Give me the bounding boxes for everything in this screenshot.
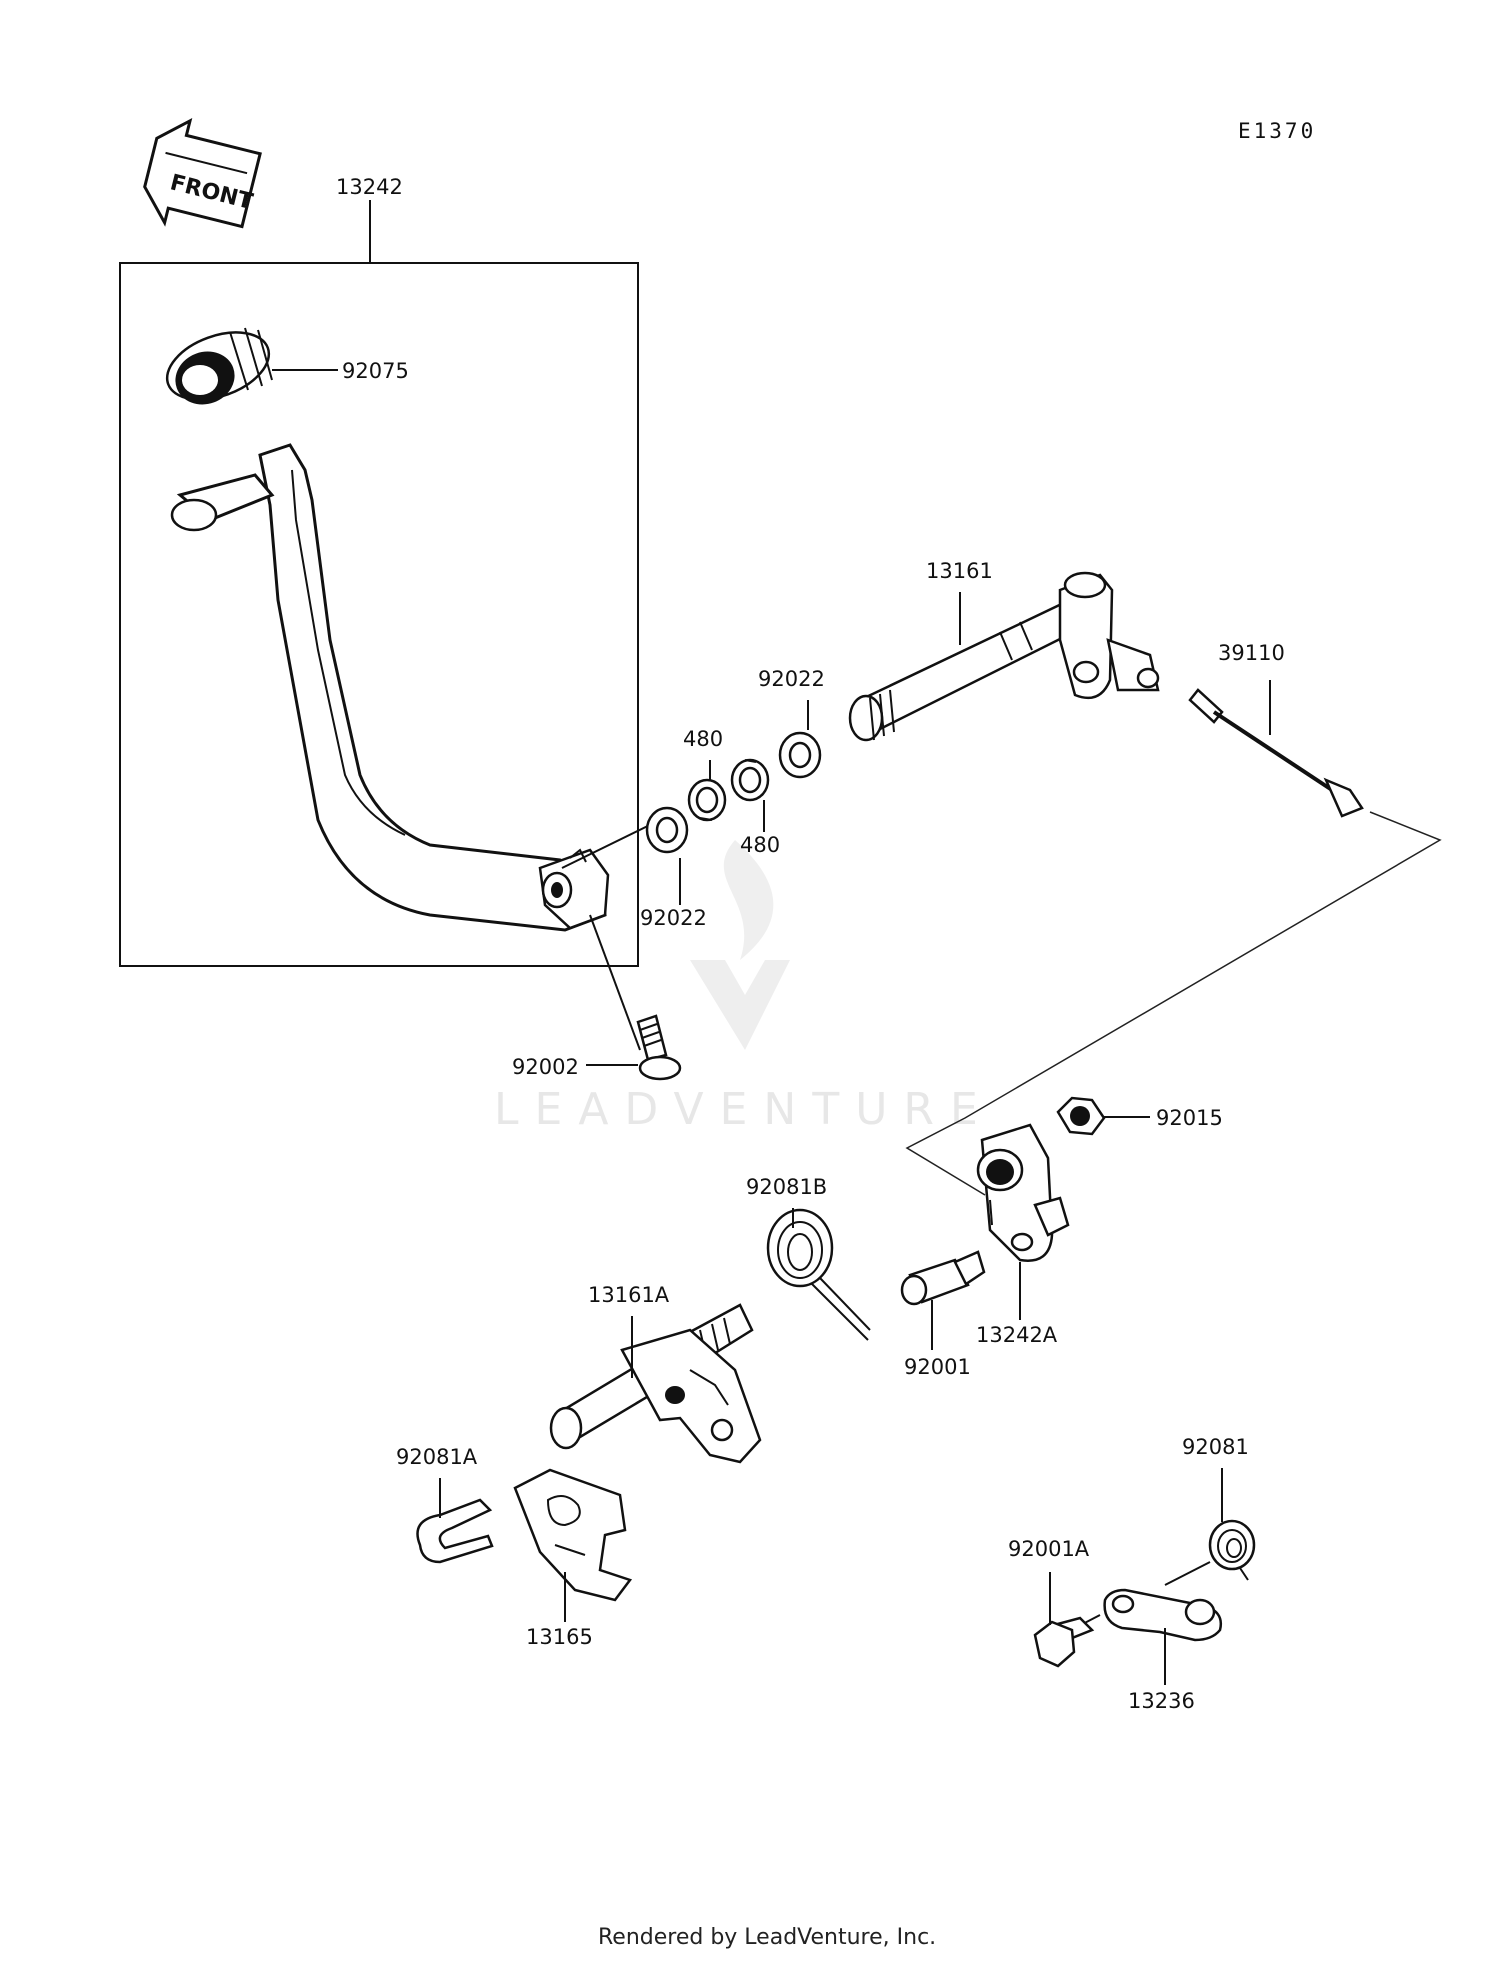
leadventure-watermark: LEADVENTURE [494, 840, 994, 1135]
pedal-assembly-box [119, 262, 639, 967]
watermark-flame-icon [723, 840, 774, 960]
part-label-92081A[interactable]: 92081A [396, 1445, 478, 1469]
stopper-lever-icon [1103, 1588, 1223, 1642]
bolt-92001A-icon [1033, 1616, 1095, 1668]
stud-92001-icon [900, 1250, 986, 1306]
part-label-92081B[interactable]: 92081B [746, 1175, 827, 1199]
clip-92081A-icon [416, 1498, 494, 1564]
part-label-92081[interactable]: 92081 [1182, 1435, 1249, 1459]
pedal-rubber-icon [165, 327, 273, 405]
spring-92081-icon [1208, 1519, 1256, 1581]
assembly-line-92081 [1164, 1561, 1211, 1586]
shift-shaft-icon [848, 571, 1160, 742]
part-label-13242A[interactable]: 13242A [976, 1323, 1058, 1347]
assembly-line-shaft [561, 819, 661, 869]
part-label-39110[interactable]: 39110 [1218, 641, 1285, 665]
circlip-480a-icon [687, 778, 727, 822]
part-label-92002[interactable]: 92002 [512, 1055, 579, 1079]
part-label-13236[interactable]: 13236 [1128, 1689, 1195, 1713]
front-arrow-icon: FRONT [143, 117, 262, 229]
washer-92022a-icon [778, 731, 822, 779]
part-label-13242[interactable]: 13242 [336, 175, 403, 199]
part-label-92001[interactable]: 92001 [904, 1355, 971, 1379]
part-label-92015[interactable]: 92015 [1156, 1106, 1223, 1130]
part-label-92022-lower[interactable]: 92022 [640, 906, 707, 930]
nut-92015-icon [1056, 1096, 1106, 1136]
diagram-reference: E1370 [1238, 119, 1316, 143]
spring-92081B-icon [766, 1208, 871, 1341]
tie-rod-icon [1188, 688, 1364, 818]
part-label-92022-upper[interactable]: 92022 [758, 667, 825, 691]
guide-plate-icon [513, 1468, 633, 1602]
alignment-line [905, 811, 1442, 1196]
part-label-13161[interactable]: 13161 [926, 559, 993, 583]
part-label-480-lower[interactable]: 480 [740, 833, 780, 857]
watermark-v-icon [690, 960, 790, 1050]
part-label-92075[interactable]: 92075 [342, 359, 409, 383]
shift-arm-shaft-icon [549, 1303, 762, 1464]
shift-pedal-icon [170, 443, 610, 932]
circlip-480b-icon [730, 758, 770, 802]
part-label-92001A[interactable]: 92001A [1008, 1537, 1090, 1561]
part-label-13161A[interactable]: 13161A [588, 1283, 670, 1307]
part-label-13165[interactable]: 13165 [526, 1625, 593, 1649]
watermark-text: LEADVENTURE [494, 1084, 994, 1135]
pinch-bolt-icon [636, 1014, 682, 1081]
washer-92022b-icon [645, 806, 689, 854]
rendered-by-footer: Rendered by LeadVenture, Inc. [598, 1925, 936, 1950]
assembly-line-92002 [589, 914, 641, 1051]
part-label-480-upper[interactable]: 480 [683, 727, 723, 751]
shift-lever-icon [976, 1123, 1070, 1262]
